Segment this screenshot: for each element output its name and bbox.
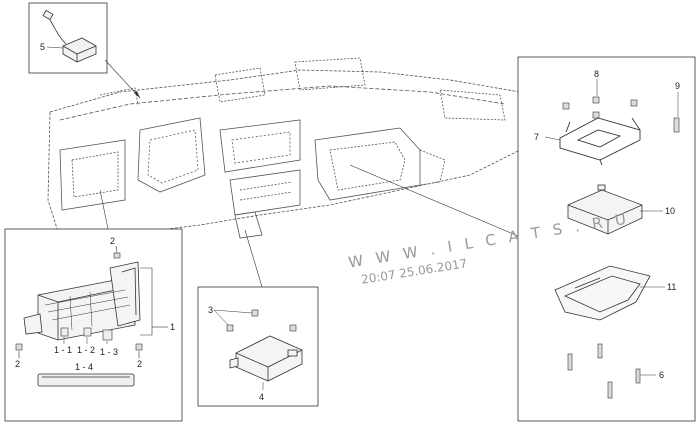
sensor-5-part (42, 9, 97, 63)
panel-module-1: 1 2 2 2 1 - 1 1 - 2 (4, 189, 183, 422)
leader-panel-right (349, 164, 519, 237)
bolts-6 (567, 343, 641, 399)
callout-1-2: 1 - 2 (77, 345, 95, 355)
callout-1-3: 1 - 3 (100, 347, 118, 357)
callout-2-left: 2 (15, 359, 20, 369)
connector-1-1 (60, 327, 69, 337)
callout-10: 10 (665, 206, 675, 216)
bracket-7 (559, 117, 641, 166)
tray-11 (554, 265, 651, 321)
callout-6: 6 (659, 370, 664, 380)
panel-module-4: 3 4 (197, 229, 319, 407)
dashboard-assembly (47, 57, 521, 239)
screw-2-left (15, 343, 23, 351)
connector-1-2 (83, 327, 92, 337)
callout-5: 5 (40, 42, 45, 52)
callout-2-right: 2 (137, 359, 142, 369)
callout-8: 8 (594, 69, 599, 79)
screw-2-top (113, 252, 121, 259)
cover-1-4 (37, 373, 135, 387)
callout-1-4: 1 - 4 (75, 362, 93, 372)
callout-1-1: 1 - 1 (54, 345, 72, 355)
leader-panel-4 (244, 229, 263, 288)
nuts-8 (562, 96, 638, 119)
nut-3-left (226, 324, 234, 332)
bolt-9 (673, 117, 680, 133)
leader-panel-1 (99, 189, 109, 230)
callout-3: 3 (208, 305, 213, 315)
callout-9: 9 (675, 81, 680, 91)
panel-sensor-5: 5 (28, 2, 141, 99)
panel-assembly-right: 8 9 7 10 (349, 56, 696, 422)
module-4 (229, 335, 303, 382)
screw-2-right (135, 343, 143, 351)
connector-1-3 (102, 329, 113, 341)
callout-2-top: 2 (110, 236, 115, 246)
leader-5 (104, 59, 141, 99)
ecu-10 (567, 184, 643, 235)
nut-3-middle (251, 309, 259, 317)
nut-3-right (289, 324, 297, 332)
callout-4: 4 (259, 392, 264, 402)
callout-11: 11 (667, 282, 676, 292)
callout-7: 7 (534, 132, 539, 142)
bracket-1 (23, 261, 141, 341)
callout-1: 1 (170, 322, 175, 332)
